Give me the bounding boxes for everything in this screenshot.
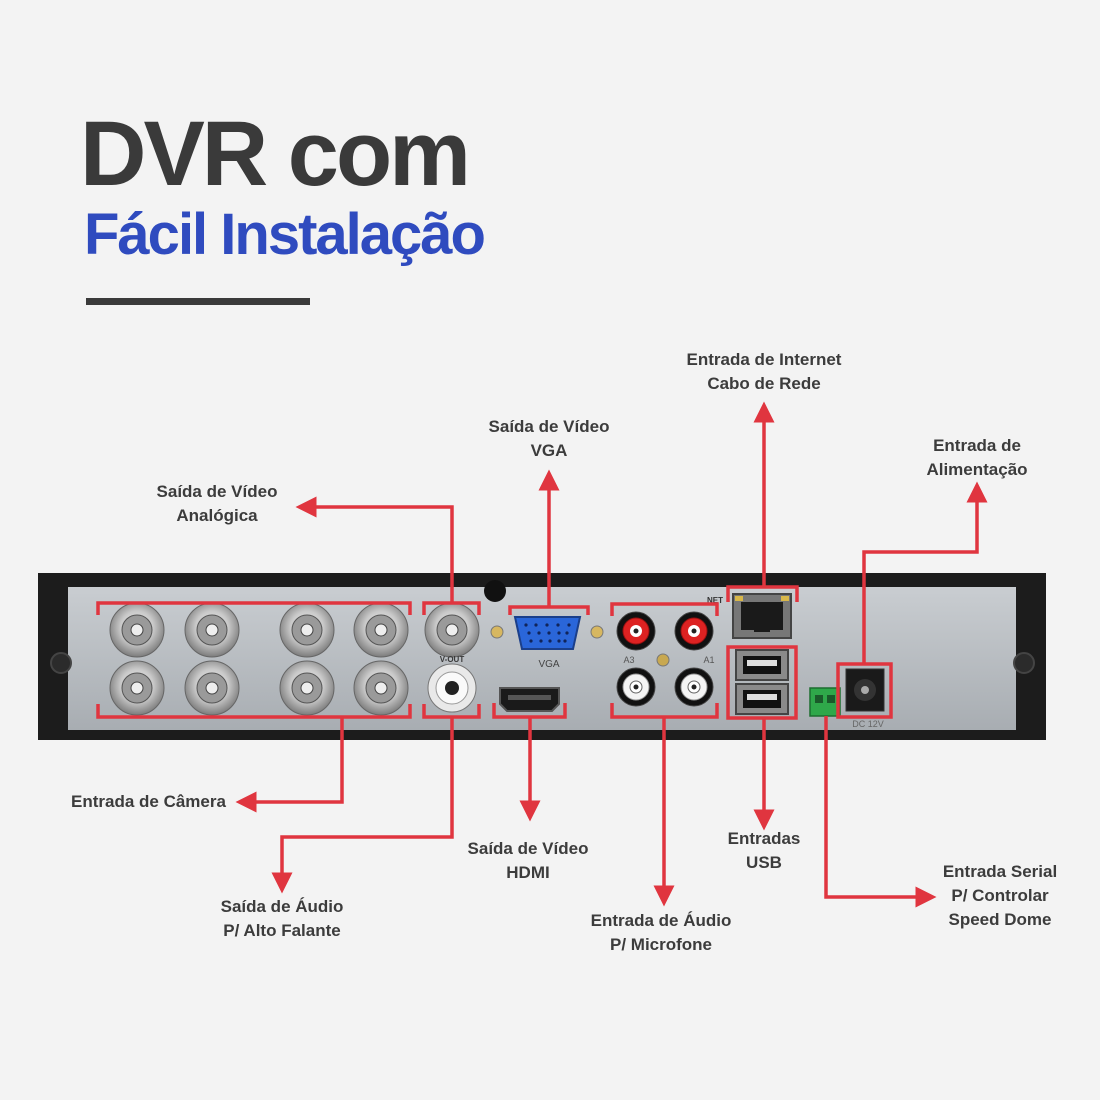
label-camera: Entrada de Câmera <box>71 792 226 811</box>
vga-port <box>490 616 604 650</box>
bnc-camera-6 <box>184 660 240 716</box>
bnc-connectors <box>109 602 480 716</box>
arrow-camera <box>235 717 344 813</box>
label-analog-video: Saída de Vídeo Analógica <box>156 482 278 525</box>
bnc-camera-3 <box>279 602 335 658</box>
power-jack <box>845 668 885 712</box>
rca-audio-in-1 <box>616 611 656 651</box>
label-speaker: Saída de Áudio P/ Alto Falante <box>220 897 344 940</box>
label-power: Entrada de Alimentação <box>926 436 1028 479</box>
hdmi-port <box>499 687 560 712</box>
rca-audio-in-3 <box>616 667 656 707</box>
usb-port-2 <box>735 683 789 715</box>
rca-audio-in-4 <box>674 667 714 707</box>
label-mic: Entrada de Áudio P/ Microfone <box>590 911 732 954</box>
label-vga: Saída de Vídeo VGA <box>488 417 610 460</box>
bnc-camera-7 <box>279 660 335 716</box>
callout-arrows <box>235 401 988 908</box>
audio-label-a1: A1 <box>703 655 714 665</box>
audio-label-a3: A3 <box>623 655 634 665</box>
arrow-analog <box>295 496 454 603</box>
power-port-label: DC 12V <box>852 719 884 729</box>
bnc-camera-4 <box>353 602 409 658</box>
label-usb: Entradas USB <box>727 829 801 872</box>
arrow-power <box>862 481 988 664</box>
rca-audio-in-2 <box>674 611 714 651</box>
ethernet-port <box>732 593 792 639</box>
bnc-camera-8 <box>353 660 409 716</box>
arrow-serial <box>824 716 937 908</box>
bracket-camera <box>96 601 412 719</box>
vga-port-label: VGA <box>538 659 559 670</box>
bnc-video-out <box>424 602 480 658</box>
net-port-label: NET <box>707 596 723 605</box>
page-subtitle: Fácil Instalação <box>84 202 486 267</box>
usb-port-1 <box>735 649 789 681</box>
ground-screw <box>656 653 670 667</box>
bracket-usb <box>726 645 798 720</box>
dvr-chassis <box>38 573 1046 740</box>
page-title: DVR com <box>80 103 471 205</box>
bnc-camera-1 <box>109 602 165 658</box>
bnc-camera-5 <box>109 660 165 716</box>
arrow-speaker <box>271 717 454 894</box>
label-internet: Entrada de Internet Cabo de Rede <box>686 350 842 393</box>
label-hdmi: Saída de Vídeo HDMI <box>467 839 589 882</box>
vout-port-label: V-OUT <box>440 655 465 664</box>
rca-speaker-out <box>427 663 477 713</box>
serial-terminal <box>809 687 841 717</box>
bnc-camera-2 <box>184 602 240 658</box>
label-serial: Entrada Serial P/ Controlar Speed Dome <box>942 862 1058 929</box>
title-underline <box>86 298 310 305</box>
